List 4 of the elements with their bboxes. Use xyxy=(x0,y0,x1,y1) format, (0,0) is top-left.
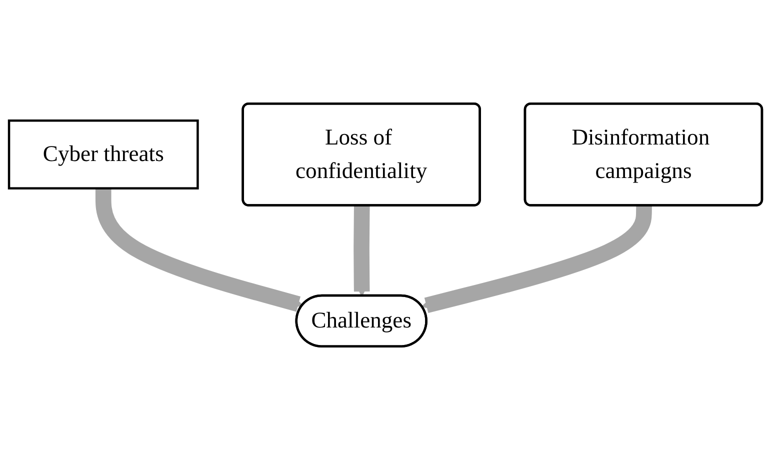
node-box: Cyber threats xyxy=(8,119,199,190)
arrow xyxy=(422,205,652,314)
arrow xyxy=(354,205,370,297)
arrow xyxy=(95,188,304,312)
